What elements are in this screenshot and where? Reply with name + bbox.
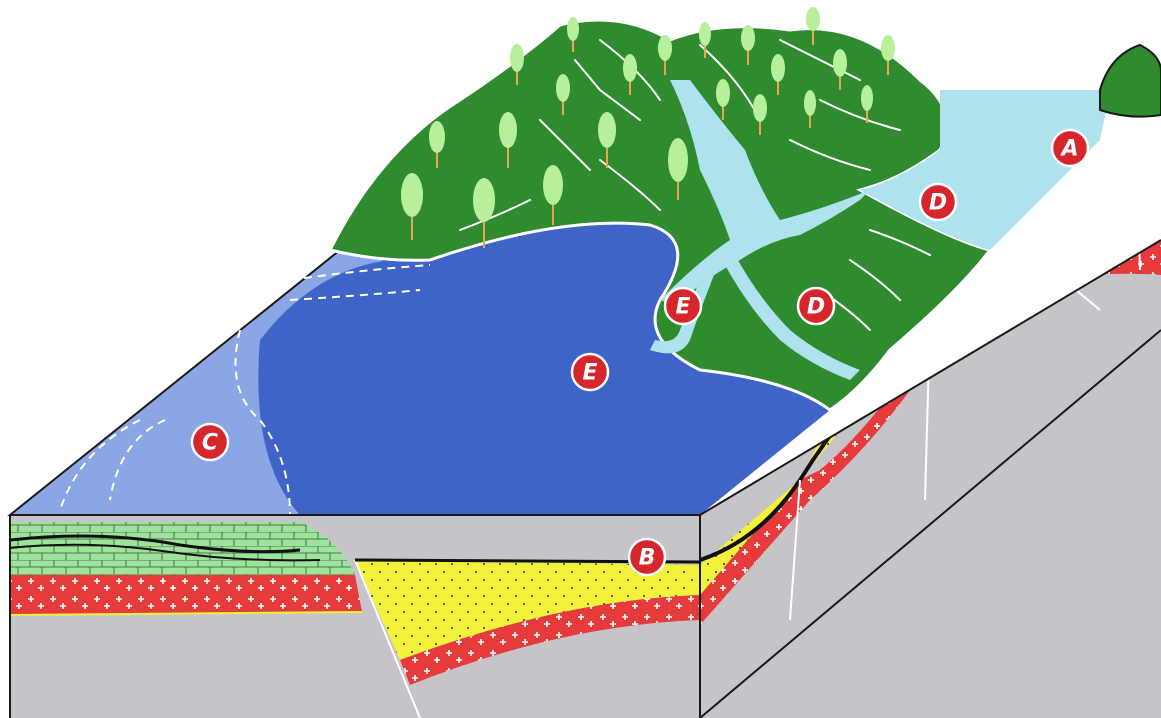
marker-c-label: C: [202, 431, 218, 456]
marker-a: A: [1052, 130, 1088, 166]
marker-e-basin-label: E: [582, 361, 597, 386]
marker-d-upper: D: [920, 184, 956, 220]
marker-b: B: [629, 539, 665, 575]
marker-c: C: [192, 424, 228, 460]
marker-d-upper-label: D: [929, 191, 947, 216]
marker-e-basin: E: [572, 354, 608, 390]
marker-e-delta-label: E: [675, 295, 690, 320]
marker-e-delta: E: [665, 288, 701, 324]
marker-b-label: B: [639, 546, 656, 571]
marker-d-lower: D: [798, 288, 834, 324]
marker-a-label: A: [1059, 137, 1078, 162]
front-cross-section: [10, 515, 700, 718]
upland-ridge: [1100, 45, 1161, 117]
marker-d-lower-label: D: [807, 295, 825, 320]
